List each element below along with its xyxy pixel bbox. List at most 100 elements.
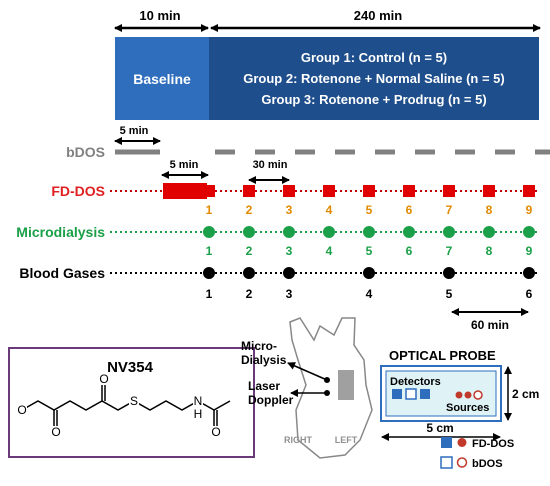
legend-fd-label: FD-DOS xyxy=(472,438,514,450)
head-left-label: LEFT xyxy=(335,435,358,445)
micro-number: 5 xyxy=(366,244,373,258)
source-filled-circle-2 xyxy=(464,391,472,399)
micro-number: 7 xyxy=(446,244,453,258)
baseline-duration-label: 10 min xyxy=(139,8,180,23)
micro-mark xyxy=(443,226,455,238)
fddos-number: 9 xyxy=(526,203,533,217)
micro-number: 6 xyxy=(406,244,413,258)
sources-label: Sources xyxy=(446,402,489,414)
microdialysis-label-line2: Dialysis xyxy=(241,353,287,367)
micro-mark xyxy=(363,226,375,238)
fddos-mark xyxy=(403,185,415,197)
atom-s-bg xyxy=(129,395,139,407)
laser-label-line1: Laser xyxy=(248,379,280,393)
micro-row-label: Microdialysis xyxy=(16,224,105,240)
group-3-label: Group 3: Rotenone + Prodrug (n = 5) xyxy=(261,92,486,107)
micro-mark xyxy=(283,226,295,238)
molecule-name: NV354 xyxy=(107,359,154,376)
source-filled-circle xyxy=(455,391,463,399)
bdos-row-label: bDOS xyxy=(66,144,105,160)
blood-number: 1 xyxy=(206,287,213,301)
fddos-mark xyxy=(283,185,295,197)
bdos-interval-label: 5 min xyxy=(120,125,149,137)
atom-o-ester-bg xyxy=(51,426,61,438)
micro-number: 8 xyxy=(486,244,493,258)
fddos-number: 6 xyxy=(406,203,413,217)
blood-mark xyxy=(203,267,215,279)
fddos-number: 5 xyxy=(366,203,373,217)
micro-number: 1 xyxy=(206,244,213,258)
fddos-baseline-bar xyxy=(163,183,207,199)
atom-n: N xyxy=(194,394,203,408)
micro-number: 9 xyxy=(526,244,533,258)
blood-mark xyxy=(523,267,535,279)
blood-number: 5 xyxy=(446,287,453,301)
micro-mark xyxy=(403,226,415,238)
micro-number: 4 xyxy=(326,244,333,258)
fddos-mark xyxy=(323,185,335,197)
microdialysis-pointer xyxy=(287,362,328,381)
microdialysis-point xyxy=(324,377,330,383)
atom-n-bg xyxy=(193,395,203,407)
blood-interval-label: 60 min xyxy=(471,318,509,332)
fddos-number: 7 xyxy=(446,203,453,217)
blood-row-label: Blood Gases xyxy=(19,265,105,281)
micro-mark xyxy=(243,226,255,238)
fddos-row-label: FD-DOS xyxy=(51,183,105,199)
laser-label-line2: Doppler xyxy=(248,393,294,407)
molecule-structure xyxy=(21,385,231,426)
atom-o-thioester: O xyxy=(99,372,108,386)
blood-mark xyxy=(243,267,255,279)
atom-o-thioester-bg xyxy=(99,373,109,385)
blood-mark xyxy=(443,267,455,279)
legend-bdos-circle xyxy=(456,457,468,468)
group-1-label: Group 1: Control (n = 5) xyxy=(301,50,447,65)
micro-mark xyxy=(323,226,335,238)
head-sketch xyxy=(289,317,373,459)
fddos-number: 1 xyxy=(206,203,213,217)
group-2-label: Group 2: Rotenone + Normal Saline (n = 5… xyxy=(243,71,505,86)
atom-h: H xyxy=(194,407,203,421)
fddos-mark xyxy=(523,185,535,197)
groups-box xyxy=(209,37,539,120)
fddos-number: 2 xyxy=(246,203,253,217)
fddos-number: 3 xyxy=(286,203,293,217)
atom-o-amide-bg xyxy=(211,426,221,438)
atom-o-amide: O xyxy=(211,425,220,439)
atom-s: S xyxy=(130,394,138,408)
optical-probe-title: OPTICAL PROBE xyxy=(389,348,496,363)
fddos-duration-label: 5 min xyxy=(170,159,199,171)
legend-fd-square xyxy=(441,437,452,448)
microdialysis-label-line1: Micro- xyxy=(241,339,277,353)
baseline-label: Baseline xyxy=(133,71,191,87)
blood-number: 2 xyxy=(246,287,253,301)
micro-mark xyxy=(483,226,495,238)
blood-mark xyxy=(283,267,295,279)
detector-open-square xyxy=(405,388,417,400)
baseline-box xyxy=(115,37,209,120)
total-duration-label: 240 min xyxy=(354,8,402,23)
detectors-label: Detectors xyxy=(390,376,441,388)
fddos-number: 8 xyxy=(486,203,493,217)
legend-bdos-label: bDOS xyxy=(472,458,503,470)
legend-fd-circle xyxy=(457,438,467,447)
micro-number: 2 xyxy=(246,244,253,258)
atom-h-bg xyxy=(193,408,203,420)
atom-o-methoxy-bg xyxy=(17,404,27,416)
fddos-mark xyxy=(483,185,495,197)
probe-patch-on-head xyxy=(338,370,354,400)
laser-point xyxy=(324,390,330,396)
detector-filled-square-2 xyxy=(420,389,430,399)
blood-number: 4 xyxy=(366,287,373,301)
atom-o-methoxy: O xyxy=(17,403,26,417)
fddos-mark xyxy=(203,185,215,197)
probe-height-label: 2 cm xyxy=(512,387,539,401)
legend-bdos-square xyxy=(440,456,453,469)
atom-o-ester: O xyxy=(51,425,60,439)
head-right-label: RIGHT xyxy=(284,435,313,445)
detector-filled-square xyxy=(392,389,402,399)
fddos-interval-label: 30 min xyxy=(253,159,288,171)
